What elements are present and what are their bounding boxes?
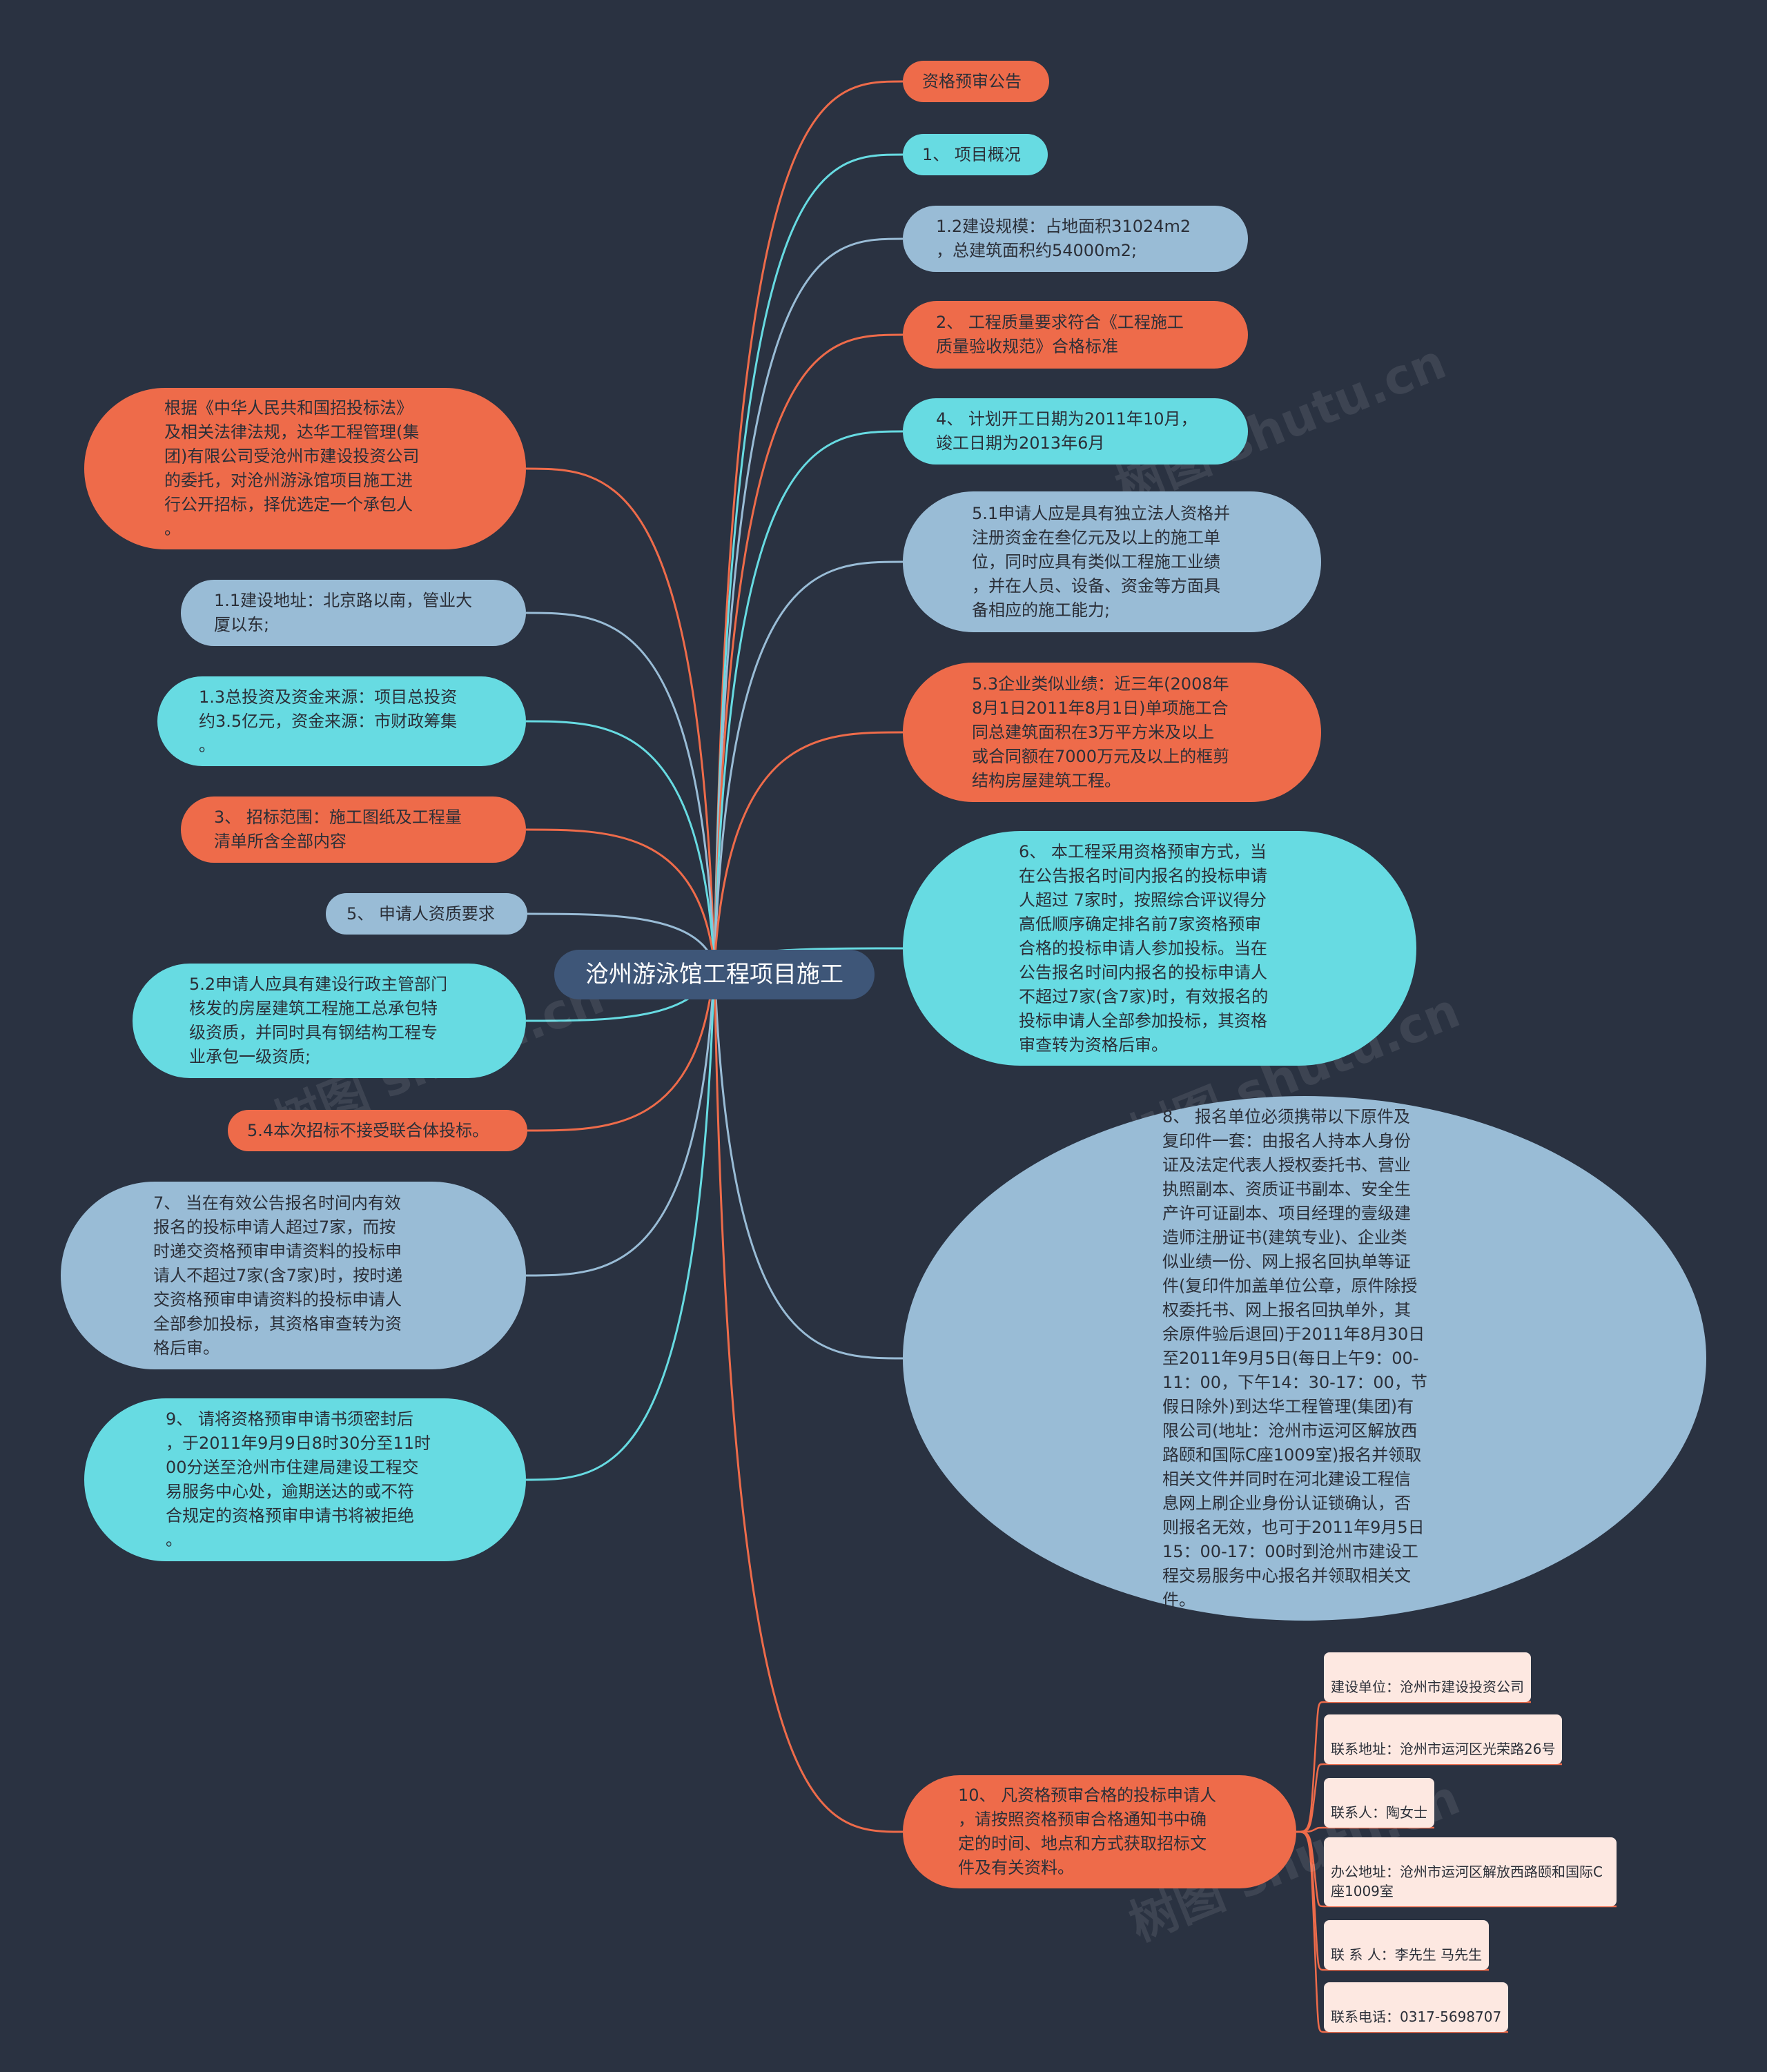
topic-tender-scope[interactable]: 3、 招标范围：施工图纸及工程量 清单所含全部内容 bbox=[181, 796, 526, 863]
topic-investment-source[interactable]: 1.3总投资及资金来源：项目总投资 约3.5亿元，资金来源：市财政筹集 。 bbox=[157, 676, 526, 766]
topic-registration-documents[interactable]: 8、 报名单位必须携带以下原件及 复印件一套：由报名人持本人身份 证及法定代表人… bbox=[903, 1096, 1706, 1621]
connector-line bbox=[713, 333, 904, 966]
topic-construction-scale[interactable]: 1.2建设规模：占地面积31024m2 ，总建筑面积约54000m2; bbox=[903, 206, 1248, 272]
topic-tender-basis[interactable]: 根据《中华人民共和国招投标法》 及相关法律法规，达华工程管理(集 团)有限公司受… bbox=[84, 388, 526, 549]
leaf-connector-line bbox=[1296, 1826, 1434, 1833]
topic-applicant-qualification-5-1[interactable]: 5.1申请人应是具有独立法人资格并 注册资金在叁亿元及以上的施工单 位，同时应具… bbox=[903, 491, 1321, 632]
topic-prequalification-method[interactable]: 6、 本工程采用资格预审方式，当 在公告报名时间内报名的投标申请 人超过 7家时… bbox=[903, 831, 1416, 1066]
topic-qualified-applicants[interactable]: 10、 凡资格预审合格的投标申请人 ，请按照资格预审合格通知书中确 定的时间、地… bbox=[903, 1775, 1296, 1888]
connector-line bbox=[713, 560, 904, 966]
leaf-contact-address[interactable]: 联系地址：沧州市运河区光荣路26号 bbox=[1324, 1714, 1563, 1764]
central-topic[interactable]: 沧州游泳馆工程项目施工 bbox=[554, 950, 875, 999]
topic-submission-deadline-9[interactable]: 9、 请将资格预审申请书须密封后 ，于2011年9月9日8时30分至11时 00… bbox=[84, 1398, 526, 1561]
connector-line bbox=[525, 612, 716, 966]
leaf-office-address[interactable]: 办公地址：沧州市运河区解放西路颐和国际C 座1009室 bbox=[1324, 1837, 1617, 1906]
leaf-connector-line bbox=[1296, 1830, 1508, 2033]
connector-line bbox=[525, 964, 716, 1277]
connector-line bbox=[525, 467, 716, 966]
topic-similar-performance-5-3[interactable]: 5.3企业类似业绩：近三年(2008年 8月1日2011年8月1日)单项施工合 … bbox=[903, 663, 1321, 802]
topic-schedule[interactable]: 4、 计划开工日期为2011年10月， 竣工日期为2013年6月 bbox=[903, 398, 1248, 465]
connector-line bbox=[527, 964, 716, 1132]
leaf-contact-persons[interactable]: 联 系 人：李先生 马先生 bbox=[1324, 1920, 1490, 1970]
topic-prequalification-rule-7[interactable]: 7、 当在有效公告报名时间内有效 报名的投标申请人超过7家，而按 时递交资格预审… bbox=[61, 1182, 526, 1369]
topic-qualification-5-2[interactable]: 5.2申请人应具有建设行政主管部门 核发的房屋建筑工程施工总承包特 级资质，并同… bbox=[133, 964, 526, 1078]
topic-prequalification-notice[interactable]: 资格预审公告 bbox=[903, 61, 1049, 102]
leaf-contact-phone[interactable]: 联系电话：0317-5698707 bbox=[1324, 1982, 1509, 2032]
leaf-contact-person[interactable]: 联系人：陶女士 bbox=[1324, 1778, 1434, 1828]
connector-line bbox=[525, 828, 716, 966]
connector-line bbox=[713, 731, 904, 966]
connector-line bbox=[713, 153, 904, 966]
connector-line bbox=[713, 964, 904, 1833]
connector-line bbox=[713, 430, 904, 966]
topic-no-consortium-5-4[interactable]: 5.4本次招标不接受联合体投标。 bbox=[228, 1110, 527, 1151]
connector-line bbox=[525, 964, 716, 1481]
leaf-connector-line bbox=[1296, 1701, 1531, 1833]
leaf-connector-line bbox=[1296, 1763, 1562, 1833]
leaf-construction-unit[interactable]: 建设单位：沧州市建设投资公司 bbox=[1324, 1652, 1531, 1702]
topic-construction-address[interactable]: 1.1建设地址：北京路以南，管业大 厦以东; bbox=[181, 580, 526, 646]
connector-line bbox=[527, 912, 716, 966]
topic-applicant-requirements[interactable]: 5、 申请人资质要求 bbox=[326, 893, 527, 935]
topic-project-overview[interactable]: 1、 项目概况 bbox=[903, 134, 1048, 175]
connector-line bbox=[713, 964, 904, 1360]
connector-line bbox=[713, 80, 904, 966]
connector-line bbox=[713, 237, 904, 966]
connector-line bbox=[525, 720, 716, 966]
topic-quality-requirement[interactable]: 2、 工程质量要求符合《工程施工 质量验收规范》合格标准 bbox=[903, 301, 1248, 369]
